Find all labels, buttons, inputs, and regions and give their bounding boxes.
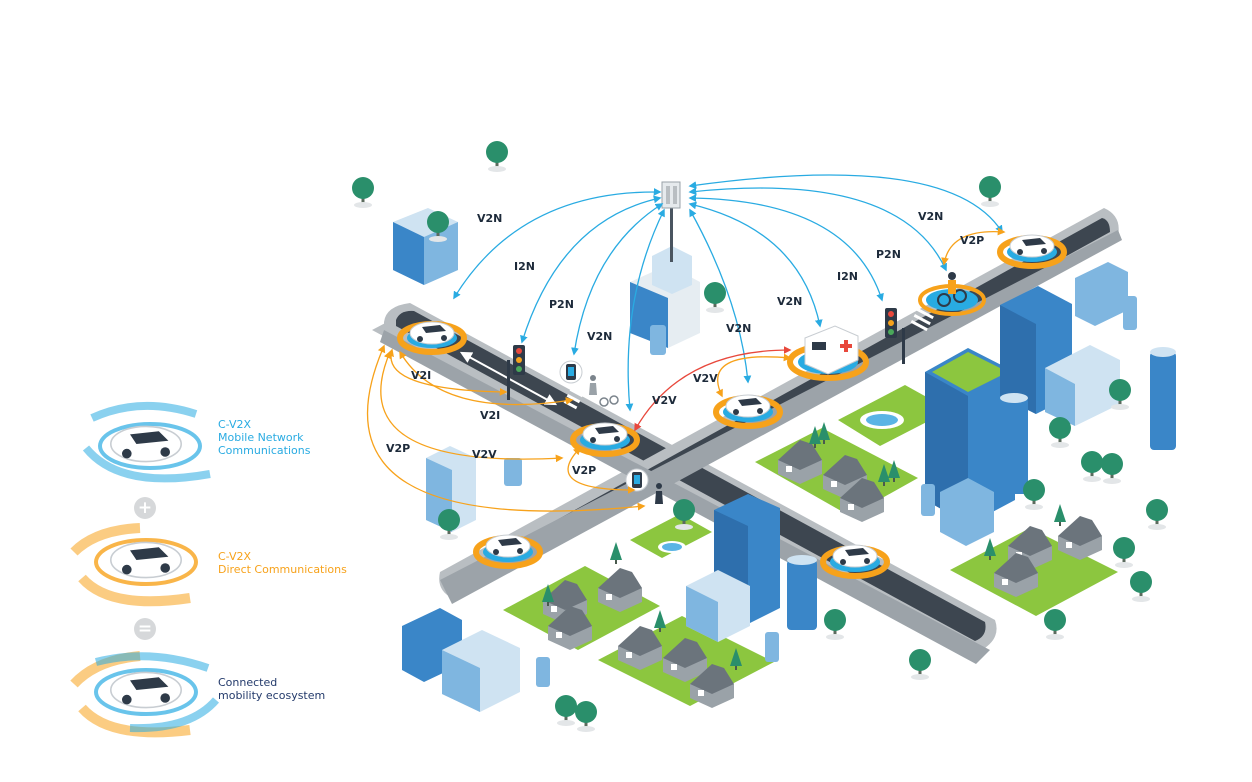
link-label-v2p: V2P (386, 442, 410, 455)
link-label-v2v: V2V (652, 394, 677, 407)
car-icon (713, 394, 783, 429)
legend-direct-label: C-V2X Direct Communications (218, 550, 347, 576)
pedestrian-icon (655, 483, 663, 504)
legend-network-label: C-V2X Mobile Network Communications (218, 418, 311, 457)
bicycle-icon (599, 395, 619, 407)
equals-icon: = (134, 618, 156, 640)
plus-icon: + (134, 497, 156, 519)
link-label-i2n: I2N (837, 270, 858, 283)
link-label-p2n: P2N (876, 248, 901, 261)
link-label-v2n: V2N (918, 210, 943, 223)
link-label-v2n: V2N (726, 322, 751, 335)
v2v-emergency-link (634, 346, 792, 432)
legend-direct-car (70, 523, 198, 607)
car-icon (997, 234, 1067, 269)
cell-tower-icon (661, 181, 681, 262)
link-label-v2i: V2I (480, 409, 500, 422)
ambulance-icon (787, 325, 869, 381)
link-labels: V2N I2N P2N V2N V2N V2N I2N P2N V2N V2P … (386, 210, 984, 477)
link-label-v2n: V2N (777, 295, 802, 308)
car-icon (473, 534, 543, 569)
pedestrian-icon (589, 375, 597, 395)
link-label-v2p: V2P (960, 234, 984, 247)
smartphone-icon (559, 360, 583, 384)
link-label-v2v: V2V (693, 372, 718, 385)
legend-ecosystem-label: Connected mobility ecosystem (218, 676, 326, 702)
bicycle-icon (918, 272, 986, 316)
link-label-p2n: P2N (549, 298, 574, 311)
traffic-light-icon (885, 308, 905, 364)
car-icon (397, 321, 467, 355)
car-icon (820, 544, 890, 579)
network-links (453, 174, 1003, 412)
direct-links (366, 227, 1006, 512)
link-label-v2n: V2N (477, 212, 502, 225)
legend-network-car (82, 401, 211, 483)
legend-ecosystem-car (70, 651, 220, 738)
link-label-v2n: V2N (587, 330, 612, 343)
smartphone-icon (625, 468, 649, 492)
link-label-i2n: I2N (514, 260, 535, 273)
car-icon (570, 422, 640, 457)
link-label-v2p: V2P (572, 464, 596, 477)
link-label-v2i: V2I (411, 369, 431, 382)
link-label-v2v: V2V (472, 448, 497, 461)
